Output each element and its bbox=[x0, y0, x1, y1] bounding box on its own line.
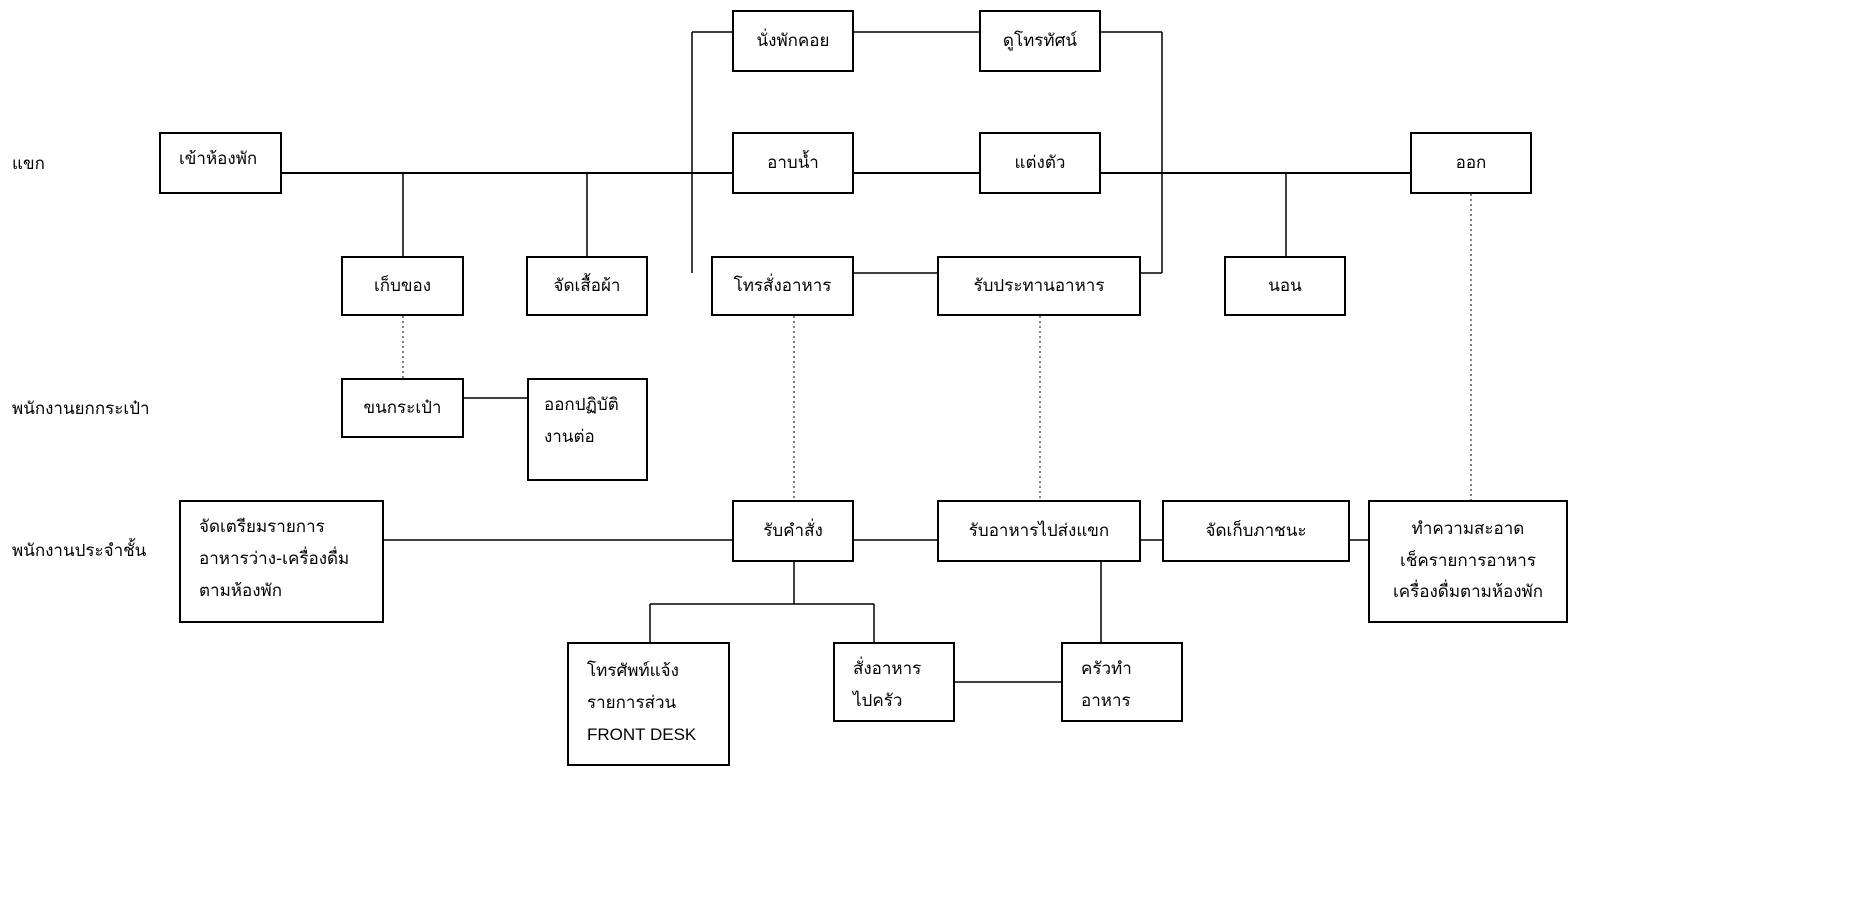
box-carry-bags-text: ขนกระเป๋า bbox=[363, 397, 442, 418]
box-sleep-text: นอน bbox=[1268, 275, 1302, 296]
box-store-items: เก็บของ bbox=[341, 256, 464, 316]
box-clean-room-line1: ทำความสะอาด bbox=[1411, 518, 1525, 539]
lane-label-guest: แขก bbox=[12, 154, 45, 174]
box-check-out-text: ออก bbox=[1455, 152, 1487, 173]
box-deliver-food: รับอาหารไปส่งแขก bbox=[937, 500, 1141, 562]
box-notify-front-desk-line3: FRONT DESK bbox=[587, 724, 697, 744]
box-prepare-menu-line1: จัดเตรียมรายการ bbox=[199, 517, 325, 537]
box-clear-dishes-text: จัดเก็บภาชนะ bbox=[1205, 520, 1307, 541]
box-shower-text: อาบน้ำ bbox=[767, 152, 819, 173]
box-clear-dishes: จัดเก็บภาชนะ bbox=[1162, 500, 1350, 562]
box-notify-front-desk-line1: โทรศัพท์แจ้ง bbox=[587, 661, 679, 681]
box-take-order: รับคำสั่ง bbox=[732, 500, 854, 562]
box-dress: แต่งตัว bbox=[979, 132, 1101, 194]
box-other-duties: ออกปฏิบัติ งานต่อ bbox=[527, 378, 648, 481]
box-watch-tv-text: ดูโทรทัศน์ bbox=[1002, 30, 1078, 51]
lane-label-floor-staff: พนักงานประจำชั้น bbox=[12, 541, 147, 561]
box-shower: อาบน้ำ bbox=[732, 132, 854, 194]
box-order-kitchen-line2: ไปครัว bbox=[853, 690, 903, 711]
box-arrange-clothes-text: จัดเสื้อผ้า bbox=[553, 275, 621, 296]
box-check-in-text: เข้าห้องพัก bbox=[179, 149, 258, 169]
box-other-duties-line2: งานต่อ bbox=[544, 426, 595, 447]
box-dress-text: แต่งตัว bbox=[1014, 152, 1066, 173]
box-eat: รับประทานอาหาร bbox=[937, 256, 1141, 316]
box-deliver-food-text: รับอาหารไปส่งแขก bbox=[968, 520, 1110, 541]
box-prepare-menu: จัดเตรียมรายการ อาหารว่าง-เครื่องดื่ม ตา… bbox=[179, 500, 384, 623]
box-watch-tv: ดูโทรทัศน์ bbox=[979, 10, 1101, 72]
box-wait: นั่งพักคอย bbox=[732, 10, 854, 72]
box-eat-text: รับประทานอาหาร bbox=[973, 275, 1105, 296]
box-kitchen-cooks: ครัวทำ อาหาร bbox=[1061, 642, 1183, 722]
box-prepare-menu-line2: อาหารว่าง-เครื่องดื่ม bbox=[199, 548, 350, 569]
box-clean-room: ทำความสะอาด เช็ครายการอาหาร เครื่องดื่มต… bbox=[1368, 500, 1568, 623]
lane-label-bellboy: พนักงานยกกระเป๋า bbox=[12, 399, 150, 419]
box-arrange-clothes: จัดเสื้อผ้า bbox=[526, 256, 648, 316]
box-take-order-text: รับคำสั่ง bbox=[763, 520, 823, 541]
box-check-in: เข้าห้องพัก bbox=[159, 132, 282, 194]
box-carry-bags: ขนกระเป๋า bbox=[341, 378, 464, 438]
box-clean-room-line3: เครื่องดื่มตามห้องพัก bbox=[1392, 582, 1544, 603]
box-phone-order-text: โทรสั่งอาหาร bbox=[733, 275, 832, 296]
box-clean-room-line2: เช็ครายการอาหาร bbox=[1400, 550, 1536, 571]
box-kitchen-cooks-line2: อาหาร bbox=[1081, 690, 1131, 711]
box-prepare-menu-line3: ตามห้องพัก bbox=[199, 580, 283, 601]
box-store-items-text: เก็บของ bbox=[373, 275, 432, 296]
box-phone-order: โทรสั่งอาหาร bbox=[711, 256, 854, 316]
box-kitchen-cooks-line1: ครัวทำ bbox=[1081, 659, 1132, 679]
box-check-out: ออก bbox=[1410, 132, 1532, 194]
box-other-duties-line1: ออกปฏิบัติ bbox=[544, 395, 619, 415]
box-notify-front-desk-line2: รายการส่วน bbox=[587, 692, 677, 713]
box-wait-text: นั่งพักคอย bbox=[756, 30, 830, 51]
box-sleep: นอน bbox=[1224, 256, 1346, 316]
box-order-kitchen: สั่งอาหาร ไปครัว bbox=[833, 642, 955, 722]
box-notify-front-desk: โทรศัพท์แจ้ง รายการส่วน FRONT DESK bbox=[567, 642, 730, 766]
box-order-kitchen-line1: สั่งอาหาร bbox=[853, 659, 922, 679]
